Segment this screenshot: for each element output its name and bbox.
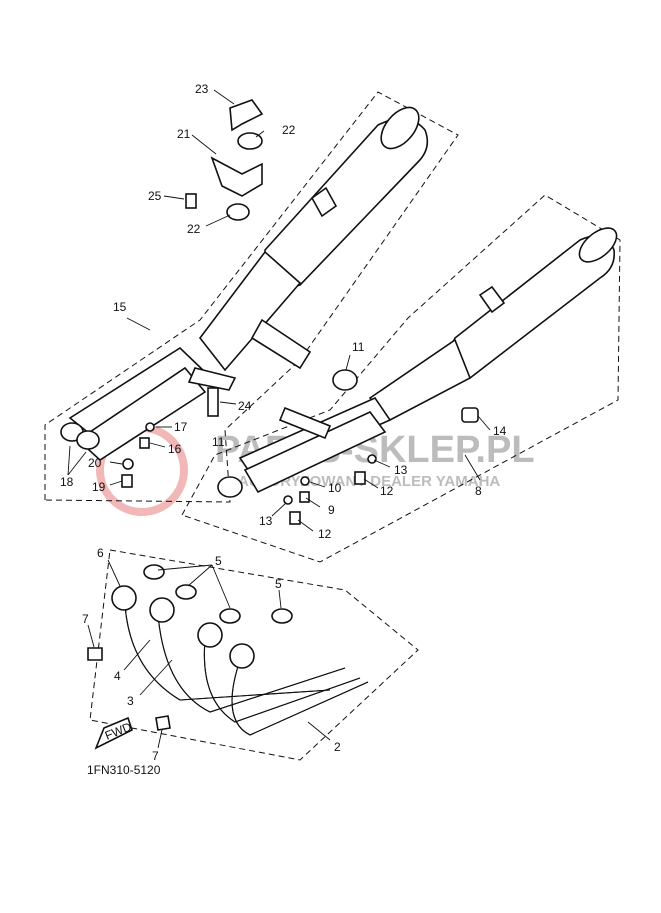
label-7-bottom: 7 (152, 749, 159, 763)
exhaust-pipe-assembly-outline (89, 549, 419, 761)
label-11-right: 11 (352, 340, 365, 354)
pipe-flange-4 (229, 643, 255, 669)
gasket-18-b (76, 430, 100, 450)
left-muffler (68, 106, 429, 462)
label-17: 17 (174, 420, 188, 434)
bracket-21 (210, 156, 263, 197)
nut-20 (122, 458, 134, 470)
label-22-bottom: 22 (187, 222, 201, 236)
forward-arrow: FWD (94, 716, 134, 750)
bolt-19 (121, 474, 133, 488)
washer-13-a (367, 454, 377, 464)
label-14: 14 (493, 424, 507, 438)
bolt-25 (185, 193, 197, 209)
label-15: 15 (113, 300, 127, 314)
gasket-11-left (217, 476, 243, 498)
label-7-top: 7 (82, 612, 89, 626)
right-muffler-assembly-outline (181, 194, 621, 563)
exhaust-pipes (87, 564, 369, 736)
label-13-top: 13 (394, 463, 408, 477)
label-22-top: 22 (282, 123, 296, 137)
label-5-top: 5 (215, 554, 222, 568)
label-9: 9 (328, 503, 335, 517)
label-25: 25 (148, 189, 162, 203)
label-5-right: 5 (275, 577, 282, 591)
hardware (60, 99, 377, 525)
gasket-5-c (219, 608, 241, 624)
callout-labels: 23 22 21 25 22 15 11 24 17 14 11 16 20 1… (60, 82, 507, 777)
bolt-12-b (289, 511, 301, 525)
label-19: 19 (92, 480, 106, 494)
pipe-flange-2 (149, 597, 175, 623)
right-muffler (238, 227, 618, 494)
grommet-22-bottom (226, 203, 250, 221)
bolt-12-a (354, 471, 366, 485)
gasket-5-a (143, 564, 165, 580)
label-2: 2 (334, 740, 341, 754)
pipe-flange-3 (197, 622, 223, 648)
diagram-code: 1FN310-5120 (87, 763, 161, 777)
bolt-9 (299, 491, 310, 503)
label-6: 6 (97, 546, 104, 560)
label-12-top: 12 (380, 484, 394, 498)
label-8: 8 (475, 484, 482, 498)
label-23: 23 (195, 82, 209, 96)
washer-13-b (283, 495, 293, 505)
washer-10 (300, 476, 310, 486)
bolt-16 (139, 437, 150, 449)
gasket-5-b (175, 584, 197, 600)
nut-7-b (155, 715, 171, 731)
leader-lines (67, 89, 491, 749)
label-24: 24 (238, 399, 252, 413)
label-4: 4 (114, 669, 121, 683)
label-3: 3 (127, 694, 134, 708)
left-muffler-assembly-outline (44, 91, 459, 503)
label-13-bottom: 13 (259, 514, 273, 528)
label-12-bottom: 12 (318, 527, 332, 541)
gasket-11-right (332, 369, 358, 391)
gasket-5-d (271, 608, 293, 624)
label-11-left: 11 (212, 435, 225, 449)
washer-17 (145, 422, 155, 432)
nut-7-a (87, 647, 103, 661)
label-16: 16 (168, 442, 182, 456)
bolt-24 (207, 387, 219, 417)
label-18: 18 (60, 475, 74, 489)
label-21: 21 (177, 127, 191, 141)
label-20: 20 (88, 456, 102, 470)
pipe-flange-6 (111, 585, 137, 611)
damper-23 (229, 99, 264, 132)
label-10: 10 (328, 481, 342, 495)
